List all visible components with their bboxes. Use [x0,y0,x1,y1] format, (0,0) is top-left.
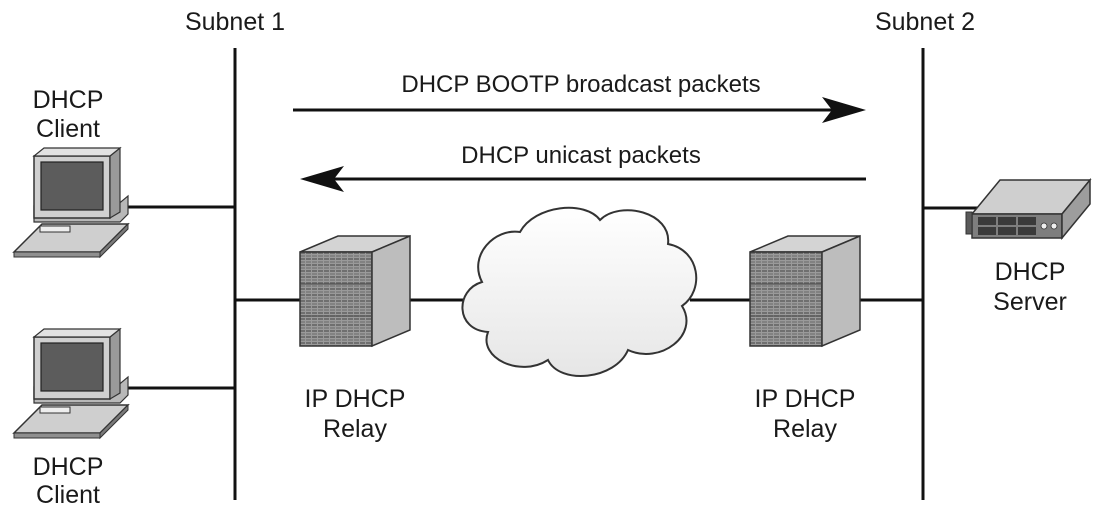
client-bottom-label-line1: DHCP [33,453,104,481]
server-label-line1: DHCP [995,258,1066,286]
client-top-label-line2: Client [36,115,100,143]
relay-left-device-icon [299,234,411,348]
server-label-line2: Server [993,288,1067,316]
relay-left-label-line1: IP DHCP [305,385,406,413]
unicast-arrowhead-icon [300,166,344,192]
client-top-computer-icon [12,146,130,259]
broadcast-arrow-label: DHCP BOOTP broadcast packets [401,71,760,98]
relay-right-label-line2: Relay [773,415,837,443]
client-top-label-line1: DHCP [33,86,104,114]
relay-right-device-icon [749,234,861,348]
subnet1-label: Subnet 1 [185,8,285,36]
subnet2-label: Subnet 2 [875,8,975,36]
dhcp-server-icon [965,177,1092,241]
broadcast-arrowhead-icon [822,97,866,123]
network-cloud-icon [461,206,698,377]
relay-right-label-line1: IP DHCP [755,385,856,413]
unicast-arrow-label: DHCP unicast packets [461,142,701,169]
relay-left-label-line2: Relay [323,415,387,443]
client-bottom-label-line2: Client [36,481,100,508]
client-bottom-computer-icon [12,327,130,440]
